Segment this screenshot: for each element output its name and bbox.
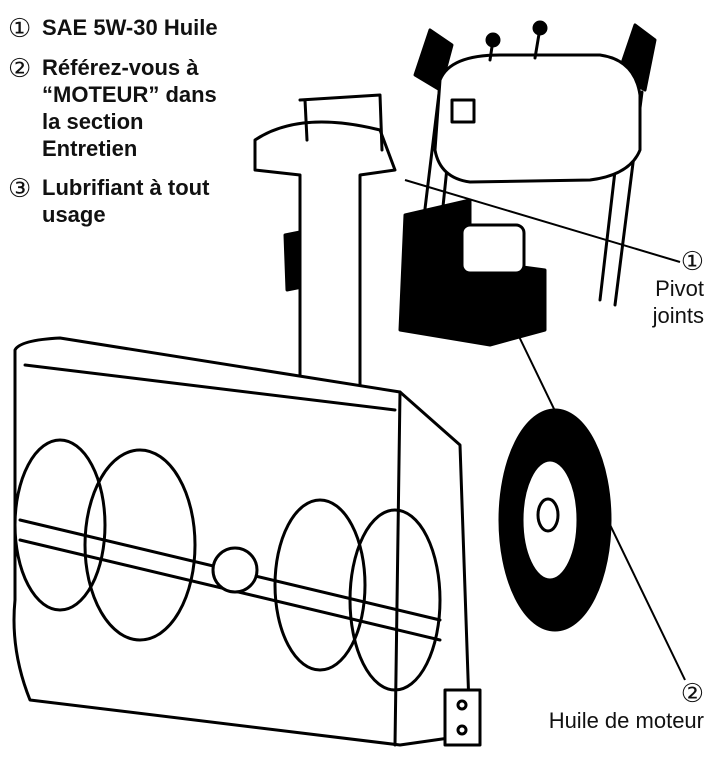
callout-label: Pivot joints	[629, 275, 704, 329]
legend-number: ①	[8, 14, 42, 42]
skid-shoe	[445, 690, 480, 745]
control-panel	[435, 55, 640, 182]
callout-engine-oil: ② Huile de moteur	[549, 680, 704, 734]
auger-housing	[14, 338, 470, 745]
legend-item: ① SAE 5W-30 Huile	[8, 14, 278, 42]
legend-text: Lubrifiant à tout usage	[42, 174, 217, 228]
legend-number: ②	[8, 54, 42, 82]
callout-number: ②	[549, 680, 704, 707]
callout-label: Huile de moteur	[549, 708, 704, 733]
legend-item: ② Référez-vous à “MOTEUR” dans la sectio…	[8, 54, 278, 162]
legend-number: ③	[8, 174, 42, 202]
legend-item: ③ Lubrifiant à tout usage	[8, 174, 278, 228]
callout-number: ①	[629, 248, 704, 275]
engine-cover	[462, 225, 524, 273]
legend-text: SAE 5W-30 Huile	[42, 14, 218, 41]
legend-text: Référez-vous à “MOTEUR” dans la section …	[42, 54, 232, 162]
legend: ① SAE 5W-30 Huile ② Référez-vous à “MOTE…	[8, 14, 278, 240]
callout-pivot-joints: ① Pivot joints	[629, 248, 704, 329]
